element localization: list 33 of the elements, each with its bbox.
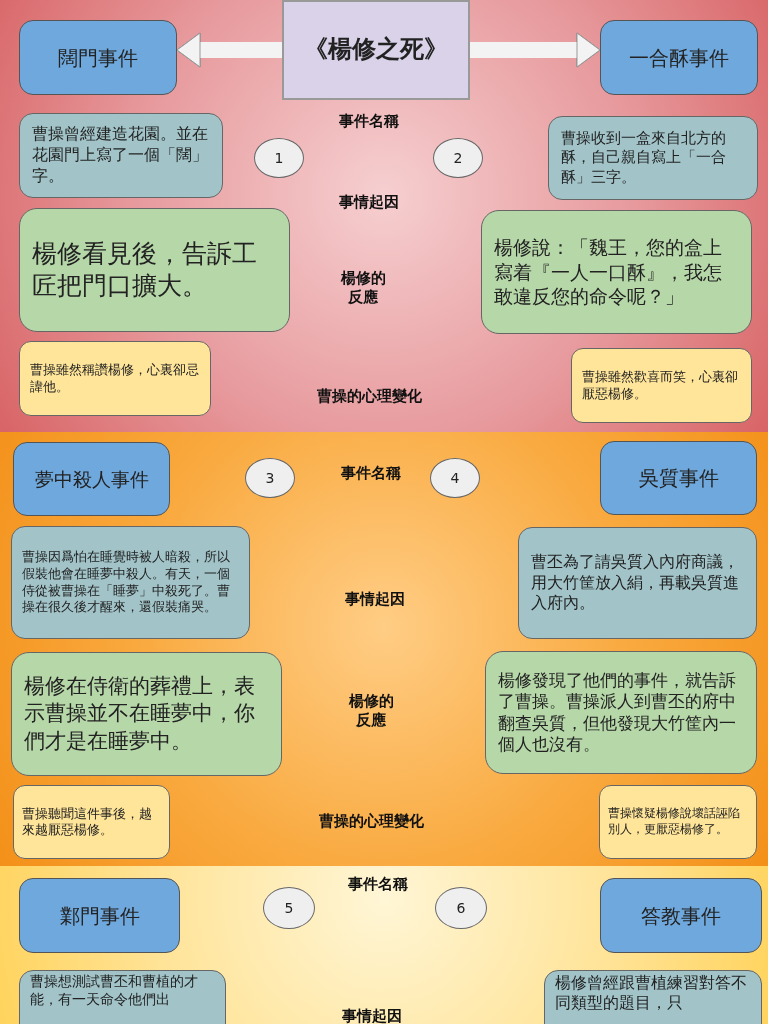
event-name-box: 闊門事件 <box>19 20 177 95</box>
feeling-box: 曹操雖然稱讚楊修，心裏卻忌諱他。 <box>19 341 211 416</box>
cause-box: 楊修曾經跟曹植練習對答不同類型的題目，只 <box>544 970 762 1024</box>
event-name-box: 吳質事件 <box>600 441 757 515</box>
feeling-box: 曹操雖然歡喜而笑，心裏卻厭惡楊修。 <box>571 348 752 423</box>
title-box: 《楊修之死》 <box>282 0 470 100</box>
event-name-box: 鄴門事件 <box>19 878 180 953</box>
cause-box: 曹操收到一盒來自北方的酥，自己親自寫上「一合酥」三字。 <box>548 116 758 200</box>
feeling-box: 曹操懷疑楊修說壞話誣陷別人，更厭惡楊修了。 <box>599 785 757 859</box>
block-arrow <box>470 32 601 68</box>
row-heading: 曹操的心理變化 <box>316 386 422 406</box>
row-heading: 事情起因 <box>342 1006 402 1024</box>
cause-box: 曹操曾經建造花園。並在花園門上寫了一個「闊」字。 <box>19 113 223 198</box>
row-heading: 楊修的反應 <box>347 692 395 730</box>
reaction-box: 楊修發現了他們的事件，就告訴了曹操。曹操派人到曹丕的府中翻查吳質，但他發現大竹筐內一個人也沒有。 <box>485 651 757 774</box>
cause-box: 曹操想測試曹丕和曹植的才能，有一天命令他們出 <box>19 970 226 1024</box>
row-heading: 事情起因 <box>339 192 399 212</box>
row-heading: 曹操的心理變化 <box>318 811 424 831</box>
event-name-box: 一合酥事件 <box>600 20 758 95</box>
reaction-box: 楊修看見後，告訴工匠把門口擴大。 <box>19 208 290 332</box>
row-heading: 楊修的反應 <box>339 269 387 307</box>
reaction-box: 楊修說：「魏王，您的盒上寫着『一人一口酥』，我怎敢違反您的命令呢？」 <box>481 210 752 334</box>
event-name-box: 夢中殺人事件 <box>13 442 170 516</box>
feeling-box: 曹操聽聞這件事後，越來越厭惡楊修。 <box>13 785 170 859</box>
row-heading: 事件名稱 <box>348 874 408 894</box>
row-heading: 事件名稱 <box>339 111 399 131</box>
event-name-box: 答教事件 <box>600 878 762 953</box>
cause-box: 曹操因爲怕在睡覺時被人暗殺，所以假裝他會在睡夢中殺人。有天，一個侍從被曹操在「睡夢」中殺死了。曹操在很久後才醒來，還假裝痛哭。 <box>11 526 250 639</box>
row-heading: 事件名稱 <box>341 463 401 483</box>
row-heading: 事情起因 <box>345 589 405 609</box>
block-arrow <box>176 32 282 68</box>
reaction-box: 楊修在侍衛的葬禮上，表示曹操並不在睡夢中，你們才是在睡夢中。 <box>11 652 282 776</box>
cause-box: 曹丕為了請吳質入內府商議，用大竹筐放入絹，再載吳質進入府內。 <box>518 527 757 639</box>
